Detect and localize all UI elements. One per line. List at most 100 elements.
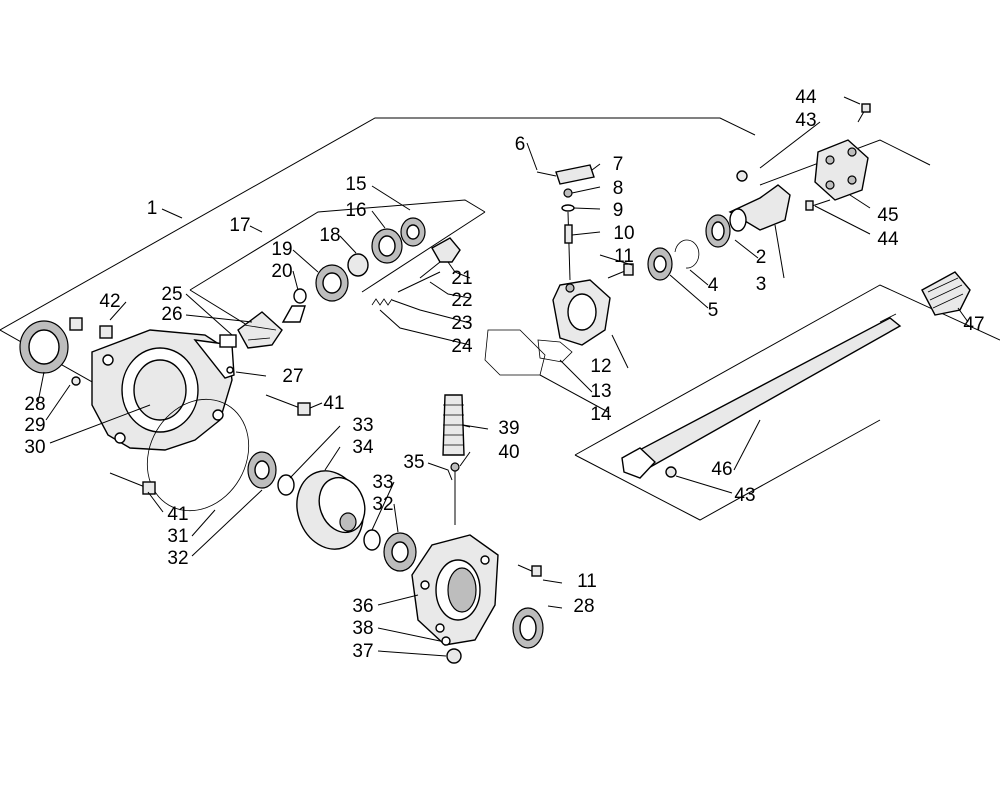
yoke-2 xyxy=(728,184,791,232)
bearing-housing-12 xyxy=(552,279,611,346)
callout-38: 38 xyxy=(352,618,373,639)
leader-lines xyxy=(37,96,969,657)
callout-42: 42 xyxy=(99,291,120,312)
callout-31: 31 xyxy=(167,526,188,547)
callout-12: 12 xyxy=(590,356,611,377)
callout-28-left: 28 xyxy=(24,394,45,415)
gear-case-housing xyxy=(91,329,235,451)
callout-33-upper: 33 xyxy=(352,415,373,436)
callout-36: 36 xyxy=(352,596,373,617)
nut-43-upper xyxy=(736,170,748,182)
pinion-gear xyxy=(219,305,306,349)
callout-34: 34 xyxy=(352,437,374,458)
callout-39: 39 xyxy=(498,418,519,439)
callout-45: 45 xyxy=(877,205,898,226)
shim-33-left xyxy=(277,474,295,496)
callout-11-lower: 11 xyxy=(577,571,597,592)
assembly-outline-shaft xyxy=(574,284,1000,521)
bolt-41-upper xyxy=(265,394,311,416)
callout-32-right: 32 xyxy=(372,494,393,515)
callout-labels: 1 2 3 4 5 6 7 8 9 10 11 11 12 13 14 15 1… xyxy=(24,87,984,662)
seal-28-right xyxy=(512,607,544,649)
callout-43-lower: 43 xyxy=(734,485,755,506)
shift-fork-21 xyxy=(419,237,461,279)
callout-44-upper: 44 xyxy=(795,87,817,108)
callout-1: 1 xyxy=(147,198,158,219)
callout-15: 15 xyxy=(345,174,366,195)
callout-30: 30 xyxy=(24,437,45,458)
callout-8: 8 xyxy=(613,178,624,199)
breather-39 xyxy=(442,394,465,525)
callout-26: 26 xyxy=(161,304,182,325)
shim-13 xyxy=(537,339,573,363)
coupler-45 xyxy=(814,139,869,201)
plug-37 xyxy=(446,648,462,664)
callout-7: 7 xyxy=(613,154,624,175)
callout-11-upper: 11 xyxy=(614,246,634,267)
screw-27 xyxy=(226,366,234,374)
bolt-44-lower xyxy=(805,199,831,211)
callout-3: 3 xyxy=(756,274,767,295)
bearing-16 xyxy=(371,228,403,264)
seal-3 xyxy=(705,214,731,248)
vent-parts-6-10 xyxy=(536,164,595,281)
callout-14: 14 xyxy=(590,404,612,425)
gasket-14 xyxy=(484,329,546,376)
bolt-44-upper xyxy=(857,103,871,123)
callout-43-upper: 43 xyxy=(795,110,816,131)
washer-38 xyxy=(441,636,451,646)
snap-ring-4 xyxy=(674,239,700,269)
callout-24: 24 xyxy=(451,336,473,357)
assembly-outline-17 xyxy=(189,199,486,331)
callout-9: 9 xyxy=(613,200,624,221)
bearing-19 xyxy=(315,264,349,302)
cover-36 xyxy=(411,534,499,646)
callout-4: 4 xyxy=(708,275,719,296)
callout-29: 29 xyxy=(24,415,45,436)
callout-17: 17 xyxy=(229,215,250,236)
washer-20 xyxy=(293,288,307,304)
callout-2: 2 xyxy=(756,247,767,268)
spacer-18 xyxy=(347,253,369,277)
callout-32-left: 32 xyxy=(167,548,188,569)
nut-43-lower xyxy=(665,466,677,478)
left-seal xyxy=(19,320,69,374)
o-ring-31 xyxy=(146,398,250,512)
callout-33-lower: 33 xyxy=(372,472,393,493)
bearing-32-left xyxy=(247,451,277,489)
callout-21: 21 xyxy=(451,268,472,289)
callout-25: 25 xyxy=(161,284,182,305)
callout-23: 23 xyxy=(451,313,472,334)
spring-23 xyxy=(371,298,393,306)
seal-15 xyxy=(400,217,426,247)
callout-44-lower: 44 xyxy=(877,229,899,250)
callout-10: 10 xyxy=(613,223,634,244)
callout-18: 18 xyxy=(319,225,340,246)
rod-22 xyxy=(397,271,441,293)
callout-41-lower: 41 xyxy=(167,504,188,525)
callout-35: 35 xyxy=(403,452,424,473)
callout-28-right: 28 xyxy=(573,596,594,617)
callout-47: 47 xyxy=(963,314,984,335)
callout-27: 27 xyxy=(282,366,303,387)
callout-37: 37 xyxy=(352,641,373,662)
callout-13: 13 xyxy=(590,381,611,402)
drive-shaft-46 xyxy=(621,313,902,479)
studs-42 xyxy=(69,317,113,339)
bearing-5 xyxy=(647,247,673,281)
callout-41-upper: 41 xyxy=(323,393,344,414)
callout-40: 40 xyxy=(498,442,519,463)
callout-19: 19 xyxy=(271,239,292,260)
callout-16: 16 xyxy=(345,200,366,221)
assembly-outline-45 xyxy=(759,139,931,186)
bolt-11-lower xyxy=(517,564,542,577)
plug-29 xyxy=(71,376,81,386)
boot-47 xyxy=(921,271,971,316)
bearing-32-right xyxy=(383,532,417,572)
callout-22: 22 xyxy=(451,290,472,311)
shim-33-right xyxy=(363,529,381,551)
callout-5: 5 xyxy=(708,300,719,321)
callout-20: 20 xyxy=(271,261,292,282)
